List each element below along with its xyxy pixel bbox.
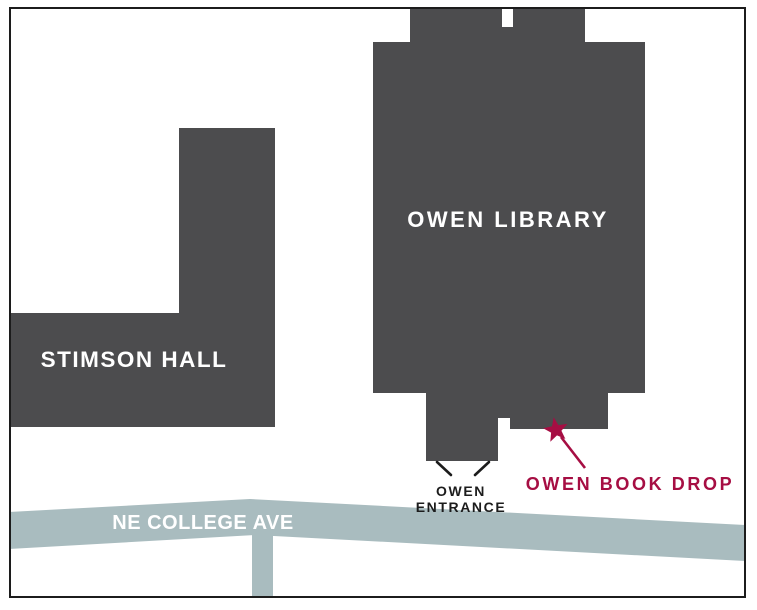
owen-library-label: OWEN LIBRARY bbox=[407, 207, 609, 232]
building-owen-library bbox=[373, 8, 645, 461]
map-border bbox=[9, 7, 746, 598]
owen-book-drop-label: OWEN BOOK DROP bbox=[526, 474, 734, 494]
road-branch-south bbox=[252, 531, 273, 596]
book-drop-star-icon bbox=[543, 417, 568, 442]
ne-college-ave-label: NE COLLEGE AVE bbox=[112, 512, 293, 534]
owen-entrance-label-line1: OWEN bbox=[436, 483, 486, 499]
entrance-tick-left bbox=[435, 460, 453, 477]
entrance-tick-right bbox=[473, 460, 491, 477]
book-drop-pointer-line bbox=[559, 436, 587, 469]
owen-entrance-label-line2: ENTRANCE bbox=[416, 499, 507, 515]
building-stimson-hall bbox=[10, 128, 275, 427]
road-ne-college-ave bbox=[9, 499, 745, 561]
stimson-hall-label: STIMSON HALL bbox=[41, 347, 228, 372]
